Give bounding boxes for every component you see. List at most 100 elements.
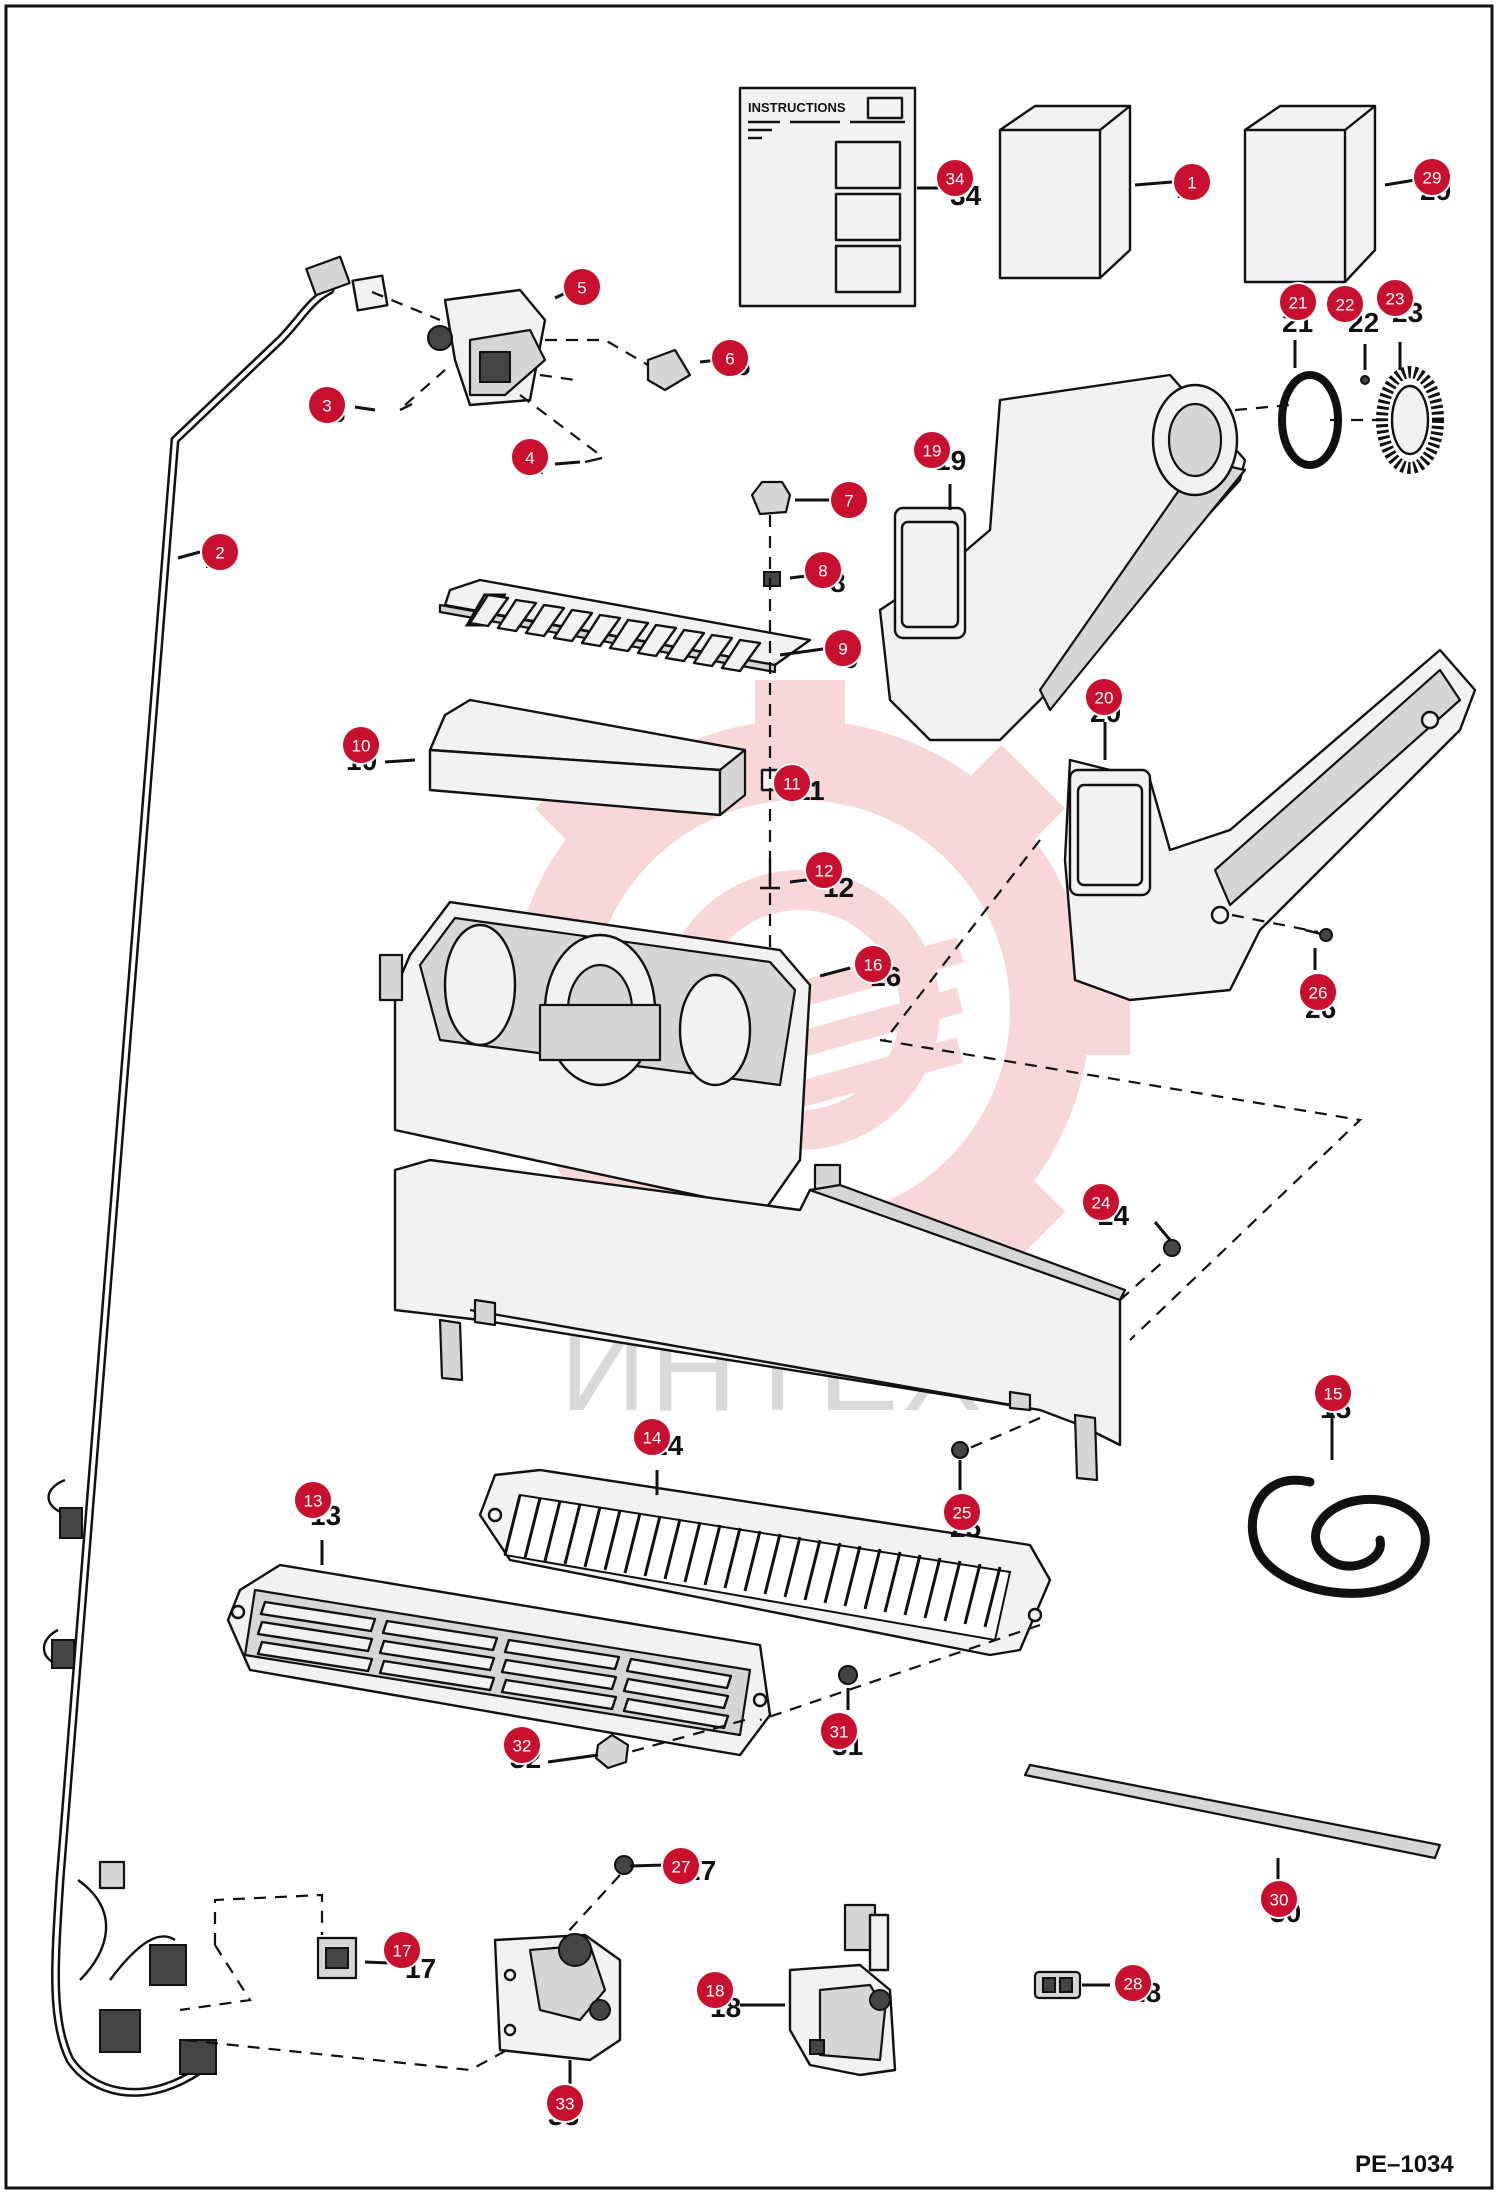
callout-badge-8[interactable]: 8 (803, 550, 843, 590)
callout-badge-label: 16 (864, 956, 883, 975)
callout-badge-circle (661, 1846, 701, 1886)
callout-badge-20[interactable]: 20 (1084, 677, 1124, 717)
callout-badge-label: 17 (393, 1942, 412, 1961)
callout-badge-34[interactable]: 34 (935, 158, 975, 198)
callout-badge-17[interactable]: 17 (382, 1930, 422, 1970)
part-knob-7 (750, 480, 792, 516)
part-flange-23 (1376, 366, 1444, 474)
callout-badge-circle (823, 628, 863, 668)
callout-badge-16[interactable]: 16 (853, 944, 893, 984)
callout-badge-label: 15 (1324, 1385, 1343, 1404)
callout-badge-label: 13 (304, 1492, 323, 1511)
document-code: PE–1034 (1355, 2151, 1454, 2178)
callout-badge-label: 31 (830, 1723, 849, 1742)
callout-badge-27[interactable]: 27 (661, 1846, 701, 1886)
callout-badge-19[interactable]: 19 (912, 430, 952, 470)
callout-badge-label: 11 (783, 775, 801, 794)
part-strip-30 (1023, 1763, 1442, 1860)
callout-badge-14[interactable]: 14 (632, 1417, 672, 1457)
callout-badge-circle (293, 1480, 333, 1520)
part-knob-32 (594, 1733, 630, 1770)
callout-badge-label: 32 (513, 1737, 532, 1756)
callout-badge-5[interactable]: 5 (562, 267, 602, 307)
callout-badge-28[interactable]: 28 (1113, 1963, 1153, 2003)
callout-badge-label: 1 (1187, 174, 1196, 193)
part-relay-17 (316, 1936, 358, 1980)
callout-badge-21[interactable]: 21 (1278, 282, 1318, 322)
callout-badge-33[interactable]: 33 (545, 2083, 585, 2123)
callout-badge-18[interactable]: 18 (695, 1970, 735, 2010)
callout-badge-6[interactable]: 6 (710, 338, 750, 378)
callout-badge-2[interactable]: 2 (200, 532, 240, 572)
callout-badge-24[interactable]: 24 (1081, 1182, 1121, 1222)
callout-badge-label: 5 (577, 279, 586, 298)
callout-badge-circle (1412, 157, 1452, 197)
callout-badge-label: 28 (1124, 1975, 1143, 1994)
callout-badge-label: 21 (1289, 294, 1308, 313)
callout-badge-circle (772, 763, 812, 803)
callout-badge-32[interactable]: 32 (502, 1725, 542, 1765)
callout-badge-circle (804, 850, 844, 890)
callout-badge-circle (1084, 677, 1124, 717)
callout-badge-label: 8 (818, 562, 827, 581)
callout-badge-26[interactable]: 26 (1298, 972, 1338, 1012)
callout-badge-label: 9 (838, 640, 847, 659)
callout-badge-circle (1375, 278, 1415, 318)
callout-badge-31[interactable]: 31 (819, 1711, 859, 1751)
callout-badge-circle (1113, 1963, 1153, 2003)
part-screw-4 (584, 456, 603, 464)
callout-badge-13[interactable]: 13 (293, 1480, 333, 1520)
callout-badge-15[interactable]: 15 (1313, 1373, 1353, 1413)
part-wire-harness-2 (42, 255, 389, 2097)
callout-badge-label: 18 (706, 1982, 725, 2001)
part-valve-18 (788, 1903, 897, 2077)
callout-badge-22[interactable]: 22 (1325, 284, 1365, 324)
part-box-29 (1243, 104, 1377, 284)
part-grille-9 (438, 578, 812, 674)
callout-badge-circle (710, 338, 750, 378)
callout-badge-circle (935, 158, 975, 198)
callout-badge-10[interactable]: 10 (341, 725, 381, 765)
callout-badge-30[interactable]: 30 (1259, 1879, 1299, 1919)
callout-badge-circle (307, 385, 347, 425)
callout-badge-circle (200, 532, 240, 572)
callout-badge-label: 7 (844, 492, 853, 511)
callout-badge-circle (1313, 1373, 1353, 1413)
callout-badge-1[interactable]: 1 (1172, 162, 1212, 202)
callout-badge-circle (1172, 162, 1212, 202)
callout-badge-label: 30 (1270, 1891, 1289, 1910)
callout-badge-29[interactable]: 29 (1412, 157, 1452, 197)
callout-badge-label: 4 (525, 449, 534, 468)
callout-badge-label: 10 (352, 737, 371, 756)
part-blower-housing-16 (378, 900, 842, 1212)
part-base-tray (393, 1158, 1127, 1482)
callout-badge-12[interactable]: 12 (804, 850, 844, 890)
callout-badge-25[interactable]: 25 (942, 1492, 982, 1532)
callout-badge-label: 20 (1095, 689, 1114, 708)
callout-badge-circle (545, 2083, 585, 2123)
callout-badge-label: 19 (923, 442, 942, 461)
callout-badge-4[interactable]: 4 (510, 437, 550, 477)
callout-badge-label: 12 (815, 862, 834, 881)
callout-badge-label: 33 (556, 2095, 575, 2114)
callout-badge-7[interactable]: 7 (829, 480, 869, 520)
callout-badge-label: 6 (725, 350, 734, 369)
callout-badge-label: 29 (1423, 169, 1442, 188)
part-louver-grille-13 (226, 1563, 772, 1757)
callout-badge-circle (819, 1711, 859, 1751)
callout-badge-23[interactable]: 23 (1375, 278, 1415, 318)
callout-badge-label: 22 (1336, 296, 1355, 315)
callout-badge-circle (1259, 1879, 1299, 1919)
part-screw-26 (1304, 928, 1333, 942)
callout-badge-circle (695, 1970, 735, 2010)
callout-badge-label: 14 (643, 1429, 662, 1448)
callout-badge-11[interactable]: 11 (772, 763, 812, 803)
part-switch-bracket-5 (427, 288, 547, 407)
callout-badge-circle (853, 944, 893, 984)
callout-badge-circle (803, 550, 843, 590)
callout-badge-9[interactable]: 9 (823, 628, 863, 668)
callout-badge-label: 23 (1386, 290, 1405, 309)
callout-badge-3[interactable]: 3 (307, 385, 347, 425)
callout-badge-label: 26 (1309, 984, 1328, 1003)
